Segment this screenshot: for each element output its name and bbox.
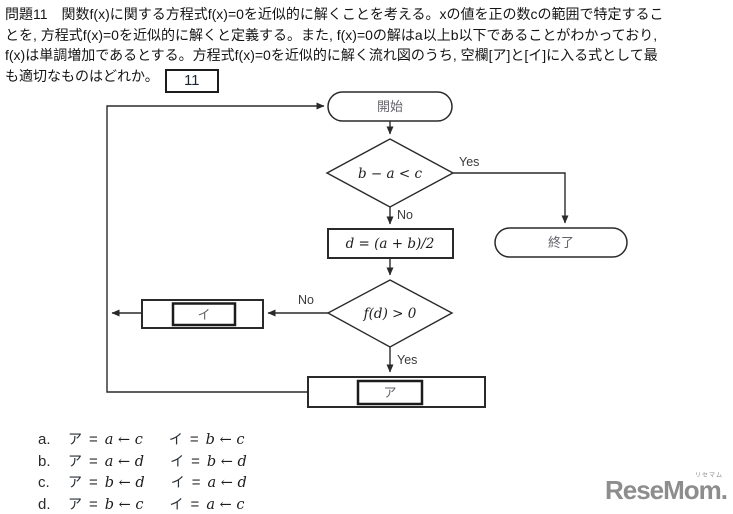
- option-a-expr2: b ← c: [205, 432, 245, 448]
- option-d-letter: d.: [38, 495, 51, 513]
- decision1-no-label: No: [397, 208, 413, 222]
- blank-i-label: イ: [197, 307, 210, 322]
- option-c-blank1: ア: [68, 474, 82, 490]
- equals-sign: =: [189, 431, 199, 448]
- blank-a-label: ア: [383, 385, 396, 400]
- equals-sign: =: [191, 452, 200, 470]
- option-row-a: a. ア = a ← c イ = b ← c: [38, 429, 247, 451]
- option-b-expr2: b ← d: [206, 453, 247, 470]
- resemom-logo-text: ReseMom.: [604, 475, 728, 505]
- decision1-yes-label: Yes: [459, 155, 479, 169]
- option-c-expr2: a ← d: [207, 475, 247, 491]
- question-statement: 問題11 関数f(x)に関する方程式f(x)=0を近似的に解くことを考える。xの…: [5, 4, 731, 93]
- decision1-yes-connector: [453, 172, 569, 224]
- question-line-2: とを, 方程式f(x)=0を近似的に解くと定義する。また, f(x)=0の解はa…: [5, 26, 658, 43]
- blank-a-inner-box: [356, 379, 424, 406]
- decision1-label: b − a < c: [358, 166, 422, 182]
- option-b-letter: b.: [38, 452, 51, 470]
- question-line-3: f(x)は単調増加であるとする。方程式f(x)=0を近似的に解く流れ図のうち, …: [5, 47, 658, 63]
- decision2-label: f(d) > 0: [363, 306, 417, 322]
- option-d-blank2: イ: [169, 495, 184, 512]
- option-c-letter: c.: [38, 474, 50, 491]
- equals-sign: =: [89, 452, 98, 470]
- option-a-blank2: イ: [168, 431, 183, 447]
- question-line-4: も適切なものはどれか。 11: [5, 66, 731, 93]
- option-a-letter: a.: [38, 431, 51, 448]
- question-line-4-text: も適切なものはどれか。: [5, 67, 159, 84]
- equals-sign: =: [89, 431, 98, 448]
- option-b-blank2: イ: [170, 452, 185, 469]
- option-a-blank1: ア: [68, 431, 82, 447]
- option-c-expr1: b ← d: [104, 475, 145, 491]
- option-row-d: d. ア = b ← c イ = a ← c: [38, 494, 247, 514]
- answer-options: a. ア = a ← c イ = b ← c b. ア = a ← d イ = …: [38, 429, 247, 514]
- answer-number-box: 11: [164, 68, 219, 93]
- process-d-label: d = (a + b)/2: [346, 236, 435, 252]
- decision2-yes-label: Yes: [397, 353, 417, 367]
- option-c-blank2: イ: [170, 474, 185, 490]
- option-d-expr2: a ← c: [206, 496, 245, 513]
- equals-sign: =: [89, 474, 98, 491]
- equals-sign: =: [191, 474, 201, 491]
- option-d-expr1: b ← c: [104, 496, 144, 513]
- start-label: 開始: [377, 99, 403, 114]
- option-a-expr1: a ← c: [104, 432, 143, 448]
- end-label: 終了: [548, 235, 574, 250]
- option-d-blank1: ア: [68, 495, 82, 512]
- resemom-logo-ruby: リセマム: [694, 473, 723, 479]
- loop-back-connector: [106, 102, 325, 393]
- resemom-logo: リセマム ReseMom.: [605, 472, 729, 506]
- option-b-blank1: ア: [68, 452, 82, 469]
- end-terminator: [494, 227, 628, 258]
- option-row-c: c. ア = b ← d イ = a ← d: [38, 472, 247, 494]
- option-b-expr1: a ← d: [104, 453, 145, 470]
- question-line-1: 問題11 関数f(x)に関する方程式f(x)=0を近似的に解くことを考える。xの…: [5, 6, 664, 22]
- equals-sign: =: [190, 495, 200, 513]
- blank-i-inner-box: [171, 302, 237, 327]
- equals-sign: =: [89, 495, 98, 513]
- option-row-b: b. ア = a ← d イ = b ← d: [38, 451, 247, 473]
- decision2-no-label: No: [298, 293, 314, 307]
